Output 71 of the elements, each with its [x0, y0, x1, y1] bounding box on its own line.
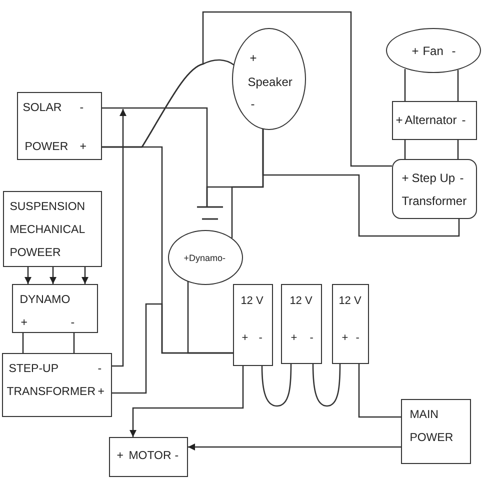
component-box [392, 101, 477, 140]
component-label: Speaker [248, 74, 292, 89]
component-box [12, 284, 98, 333]
voltage-label: 12 V [338, 294, 362, 308]
terminal-sign: + [396, 112, 403, 127]
battery-box [233, 284, 273, 366]
component-box [3, 191, 102, 267]
component-label: +Dynamo- [184, 252, 226, 265]
component-label: DYNAMO [20, 292, 70, 307]
terminal-sign: + [98, 384, 104, 399]
component-label: MAIN POWER [410, 408, 454, 446]
wire [312, 364, 341, 407]
wire [358, 364, 401, 418]
wire [457, 140, 459, 159]
voltage-label: 12 V [240, 294, 264, 308]
component-label: SUSPENSION MECHANICAL POWEER [10, 200, 86, 261]
wire [404, 69, 406, 101]
voltage-label: 12 V [290, 294, 312, 308]
component-label: Fan [422, 44, 444, 58]
terminal-sign: - [460, 170, 464, 185]
component-ellipse [168, 230, 243, 285]
arrow [112, 109, 126, 367]
component-label: SOLAR [22, 100, 62, 115]
terminal-sign: + [402, 170, 409, 185]
wire [262, 129, 460, 237]
component-label: Alternator [404, 112, 457, 127]
component-label: STEP-UP [8, 362, 59, 376]
component-label: TRANSFORMER [6, 384, 96, 399]
wire [457, 70, 459, 101]
arrow [24, 267, 32, 284]
terminal-sign: - [80, 100, 84, 115]
component-box [392, 159, 477, 219]
component-box [109, 437, 188, 477]
terminal-sign: + [242, 330, 248, 345]
arrow [188, 444, 401, 450]
terminal-sign: - [452, 44, 456, 58]
component-box [2, 353, 112, 417]
arrow [130, 366, 244, 437]
terminal-sign: + [250, 50, 257, 65]
terminal-sign: + [20, 316, 28, 330]
terminal-sign: + [412, 44, 419, 58]
battery-box [281, 284, 322, 364]
component-ellipse [386, 28, 481, 73]
wire [73, 333, 75, 353]
wire [404, 140, 406, 159]
component-ellipse [232, 28, 306, 130]
arrow [50, 267, 56, 284]
battery-box [332, 284, 369, 364]
wire [187, 281, 233, 354]
component-box [401, 399, 471, 464]
terminal-sign: - [98, 362, 102, 376]
wire [22, 333, 24, 353]
ground-symbol [196, 206, 224, 221]
terminal-sign: + [290, 330, 298, 345]
terminal-sign: - [462, 112, 466, 127]
arrow [82, 267, 88, 284]
terminal-sign: - [250, 96, 255, 111]
terminal-sign: - [310, 330, 314, 345]
terminal-sign: + [116, 448, 124, 463]
component-box [17, 92, 102, 160]
terminal-sign: - [174, 448, 179, 463]
terminal-sign: + [80, 140, 86, 154]
component-label: Step Up [412, 170, 456, 185]
component-label: Transformer [402, 194, 467, 208]
terminal-sign: - [356, 330, 360, 345]
component-label: POWER [24, 140, 68, 154]
terminal-sign: - [70, 316, 75, 330]
wire [261, 364, 292, 407]
terminal-sign: - [258, 330, 262, 345]
terminal-sign: + [342, 330, 348, 345]
component-label: MOTOR [128, 448, 172, 463]
